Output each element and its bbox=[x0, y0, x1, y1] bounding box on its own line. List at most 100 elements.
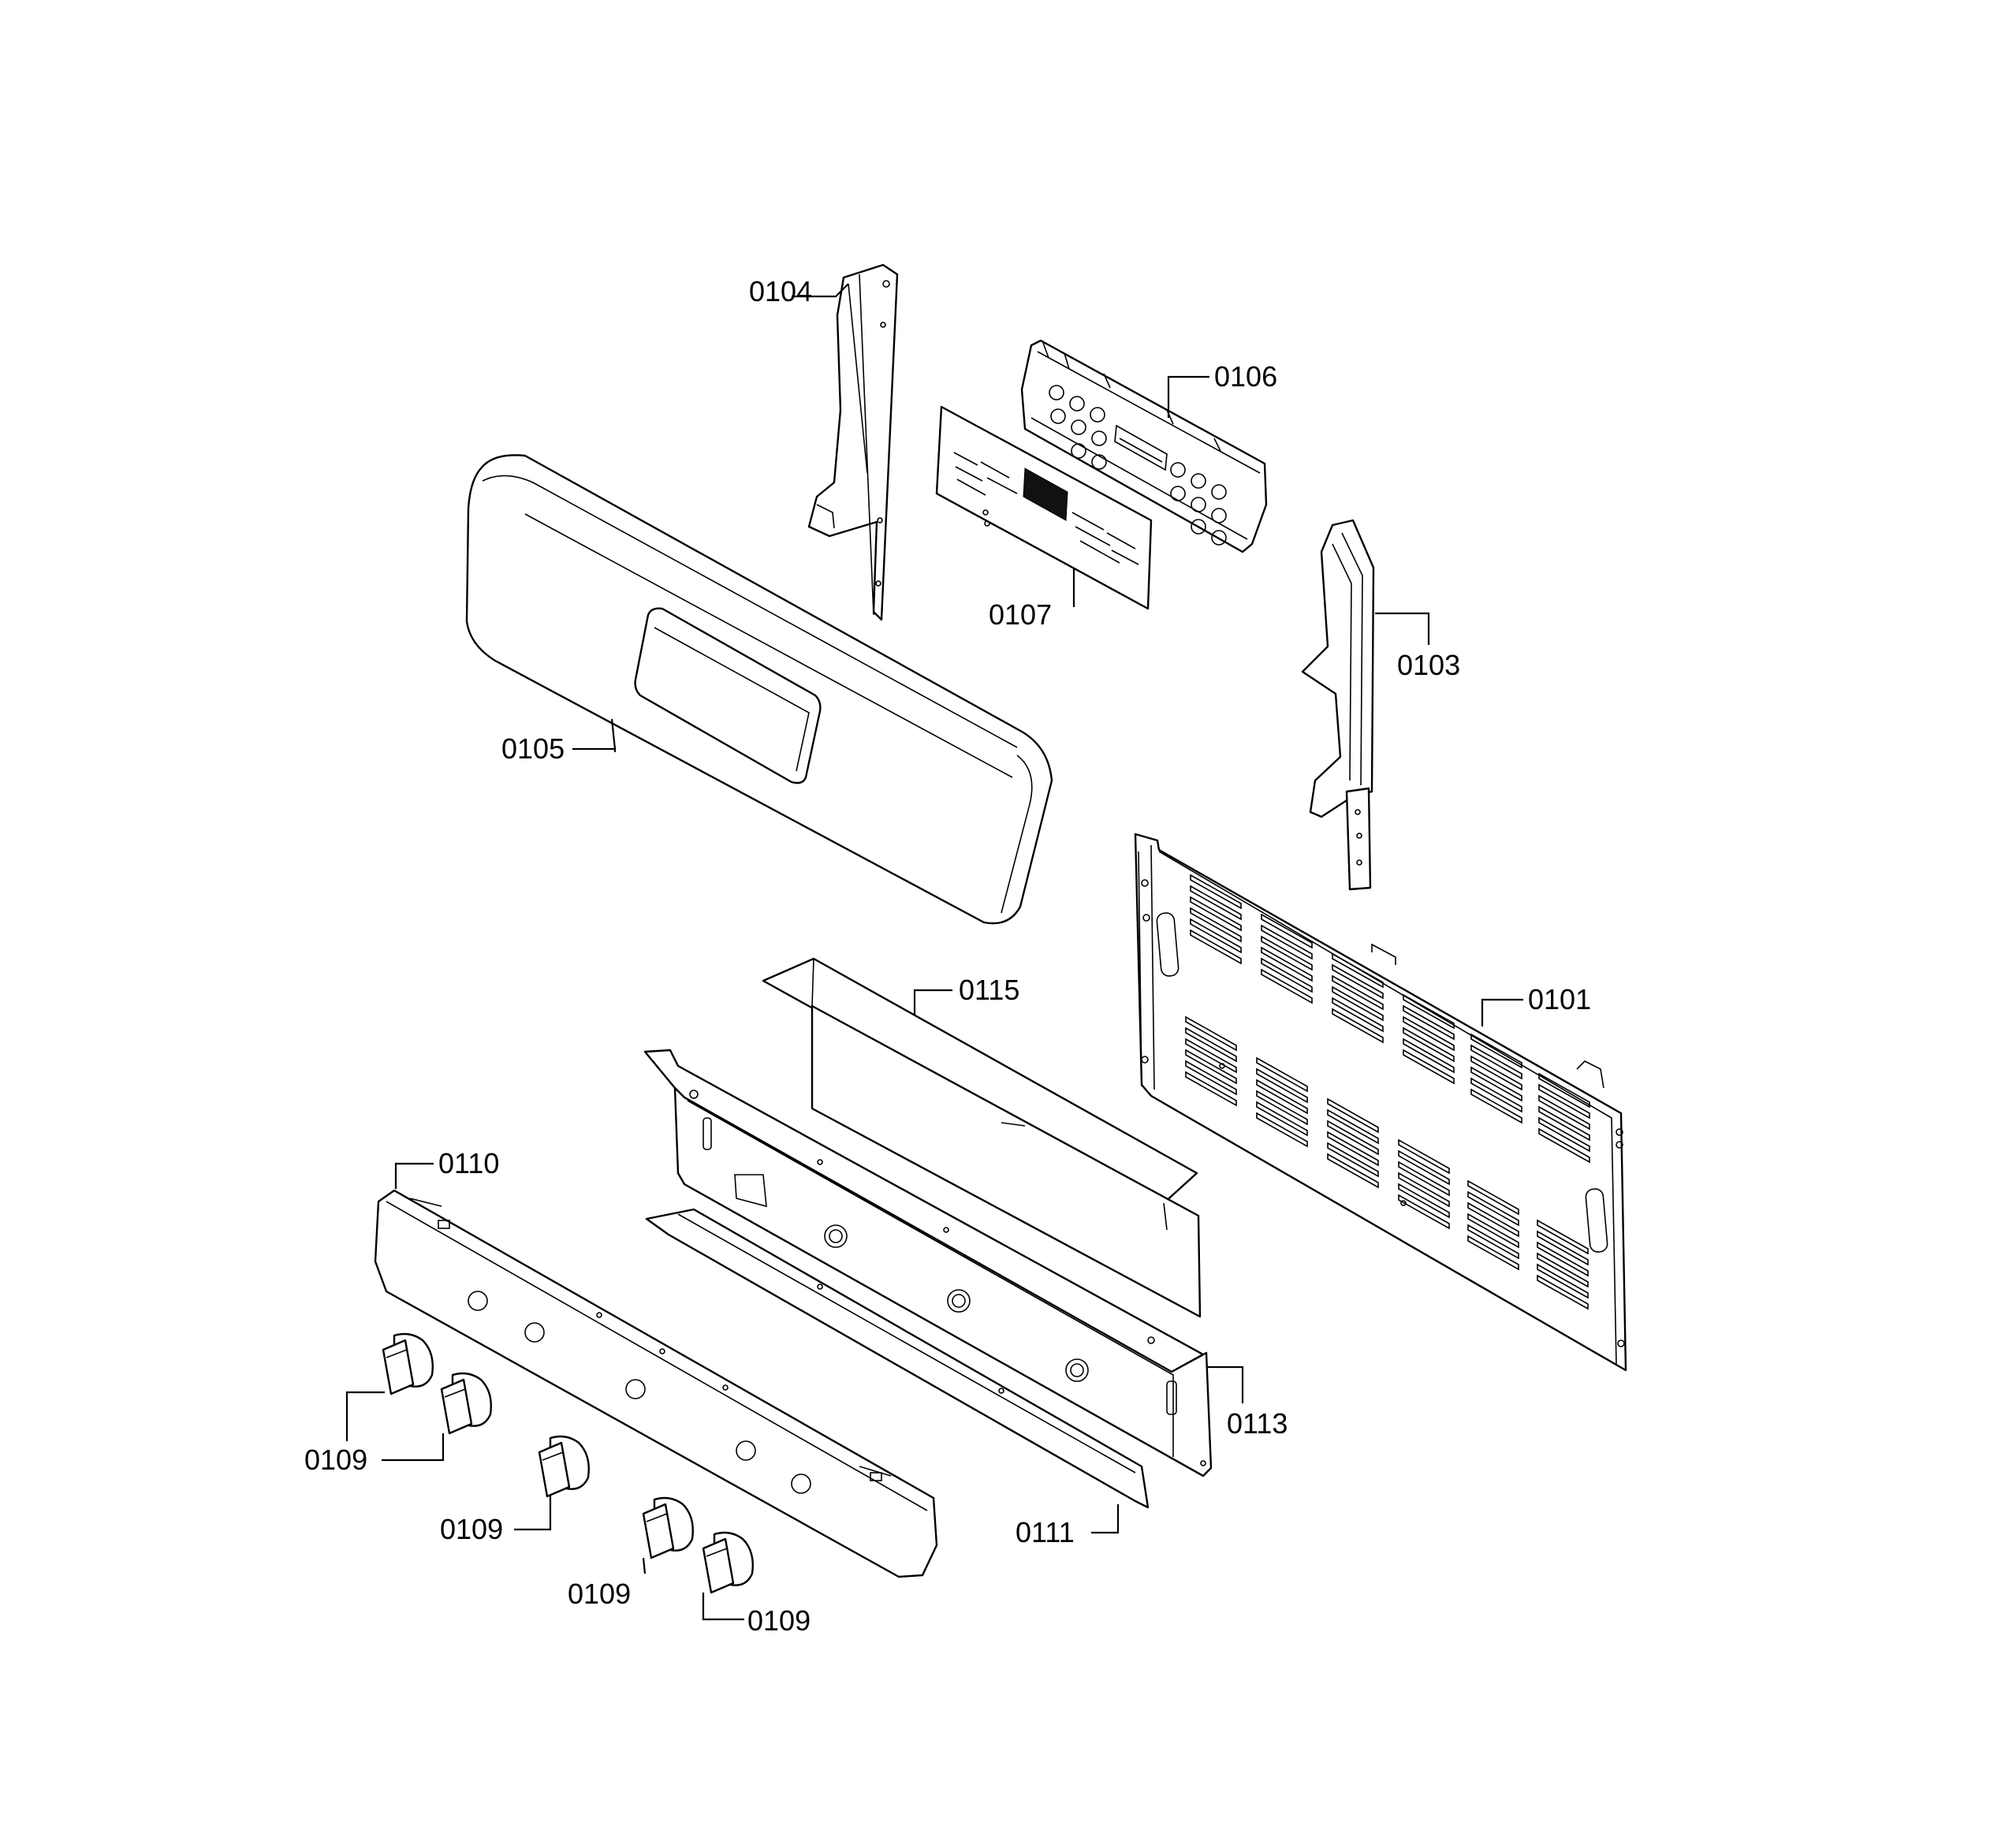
part-0109-knob-1 bbox=[382, 1332, 434, 1395]
vent-slot bbox=[1261, 924, 1313, 960]
vent-slot bbox=[1185, 1026, 1237, 1063]
part-0106-control-board bbox=[1020, 339, 1268, 553]
vent-slot bbox=[1185, 1049, 1237, 1085]
part-0107-touchpad-overlay bbox=[935, 405, 1153, 610]
vent-slot bbox=[1332, 974, 1384, 1011]
part-0105-console-panel bbox=[465, 454, 1053, 925]
vent-slot bbox=[1332, 952, 1384, 989]
vent-slot bbox=[1261, 946, 1313, 982]
vent-slot bbox=[1467, 1202, 1519, 1238]
vent-slot bbox=[1537, 1263, 1589, 1299]
vent-slot bbox=[1398, 1172, 1450, 1208]
board-display bbox=[1114, 424, 1168, 471]
vent-slot bbox=[1538, 1127, 1590, 1164]
part-0109-knob-4 bbox=[642, 1496, 694, 1559]
part-0103-side-bracket bbox=[1301, 519, 1375, 891]
vent-slot bbox=[1256, 1112, 1308, 1148]
callout-0115: 0115 bbox=[959, 974, 1019, 1006]
vent-slot bbox=[1538, 1083, 1590, 1120]
vent-slot bbox=[1467, 1190, 1519, 1227]
part-0111-trim-strip bbox=[645, 1208, 1150, 1509]
vent-slot bbox=[1332, 963, 1384, 1000]
vent-slot bbox=[1470, 1044, 1522, 1080]
vent-slot bbox=[1403, 1026, 1455, 1063]
vent-slot bbox=[1398, 1138, 1450, 1175]
part-0109-knob-3 bbox=[538, 1435, 590, 1498]
callout-0109-b: 0109 bbox=[440, 1513, 503, 1545]
console-display-window bbox=[634, 607, 822, 784]
callout-0113: 0113 bbox=[1227, 1407, 1288, 1440]
vent-slot bbox=[1256, 1056, 1308, 1093]
vent-slot bbox=[1470, 1033, 1522, 1069]
part-0101-rear-panel bbox=[1134, 833, 1627, 1372]
callout-labels: 0104 0106 0107 0103 0105 0101 0115 0110 … bbox=[304, 275, 1591, 1637]
callout-0110: 0110 bbox=[438, 1147, 499, 1179]
vent-slot bbox=[1261, 913, 1313, 949]
callout-0103: 0103 bbox=[1397, 649, 1460, 681]
vent-slot bbox=[1398, 1183, 1450, 1219]
callout-0104: 0104 bbox=[749, 275, 812, 307]
callout-0106: 0106 bbox=[1214, 360, 1277, 393]
vent-slot bbox=[1467, 1224, 1519, 1260]
vent-slot bbox=[1327, 1131, 1379, 1167]
rear-panel-vent-slots bbox=[1185, 874, 1590, 1310]
vent-slot bbox=[1190, 907, 1242, 943]
vent-slot bbox=[1537, 1219, 1589, 1255]
vent-slot bbox=[1538, 1094, 1590, 1131]
vent-slot bbox=[1403, 1049, 1455, 1085]
vent-slot bbox=[1327, 1153, 1379, 1189]
vent-slot bbox=[1256, 1090, 1308, 1126]
callout-0107: 0107 bbox=[989, 598, 1052, 631]
vent-slot bbox=[1185, 1060, 1237, 1096]
vent-slot bbox=[1256, 1067, 1308, 1104]
part-0110-manifold-panel bbox=[374, 1189, 938, 1578]
vent-slot bbox=[1538, 1072, 1590, 1108]
vent-slot bbox=[1185, 1015, 1237, 1052]
part-0109-knob-5 bbox=[702, 1531, 754, 1594]
vent-slot bbox=[1470, 1088, 1522, 1124]
vent-slot bbox=[1537, 1230, 1589, 1266]
vent-slot bbox=[1538, 1116, 1590, 1153]
part-0104-side-bracket bbox=[807, 263, 899, 621]
vent-slot bbox=[1537, 1252, 1589, 1288]
vent-slot bbox=[1398, 1194, 1450, 1230]
vent-slot bbox=[1190, 874, 1242, 910]
vent-slot bbox=[1185, 1038, 1237, 1074]
vent-slot bbox=[1327, 1097, 1379, 1134]
callout-0111: 0111 bbox=[1016, 1516, 1075, 1548]
vent-slot bbox=[1190, 929, 1242, 965]
vent-slot bbox=[1332, 985, 1384, 1022]
vent-slot bbox=[1398, 1161, 1450, 1197]
vent-slot bbox=[1332, 1008, 1384, 1044]
vent-slot bbox=[1190, 885, 1242, 921]
vent-slot bbox=[1261, 957, 1313, 993]
vent-slot bbox=[1403, 1004, 1455, 1041]
vent-slot bbox=[1256, 1079, 1308, 1115]
board-buttons-left bbox=[1049, 385, 1107, 470]
vent-slot bbox=[1467, 1235, 1519, 1271]
vent-slot bbox=[1261, 968, 1313, 1004]
part-0115-heat-shield bbox=[762, 957, 1202, 1318]
vent-slot bbox=[1327, 1142, 1379, 1178]
vent-slot bbox=[1327, 1120, 1379, 1156]
part-0113-control-bracket bbox=[643, 1049, 1213, 1477]
vent-slot bbox=[1185, 1071, 1237, 1107]
vent-slot bbox=[1261, 935, 1313, 971]
vent-slot bbox=[1537, 1241, 1589, 1277]
vent-slot bbox=[1327, 1108, 1379, 1145]
vent-slot bbox=[1470, 1077, 1522, 1113]
vent-slot bbox=[1470, 1055, 1522, 1091]
vent-slot bbox=[1537, 1274, 1589, 1310]
vent-slot bbox=[1538, 1105, 1590, 1142]
callout-0109-c: 0109 bbox=[568, 1578, 631, 1610]
part-0109-knob-2 bbox=[440, 1372, 492, 1435]
board-buttons-right bbox=[1170, 462, 1227, 546]
vent-slot bbox=[1470, 1066, 1522, 1102]
vent-slot bbox=[1332, 997, 1384, 1033]
vent-slot bbox=[1256, 1101, 1308, 1137]
vent-slot bbox=[1467, 1213, 1519, 1249]
vent-slot bbox=[1403, 1038, 1455, 1074]
vent-slot bbox=[1190, 918, 1242, 954]
callout-0109-a: 0109 bbox=[304, 1444, 367, 1476]
